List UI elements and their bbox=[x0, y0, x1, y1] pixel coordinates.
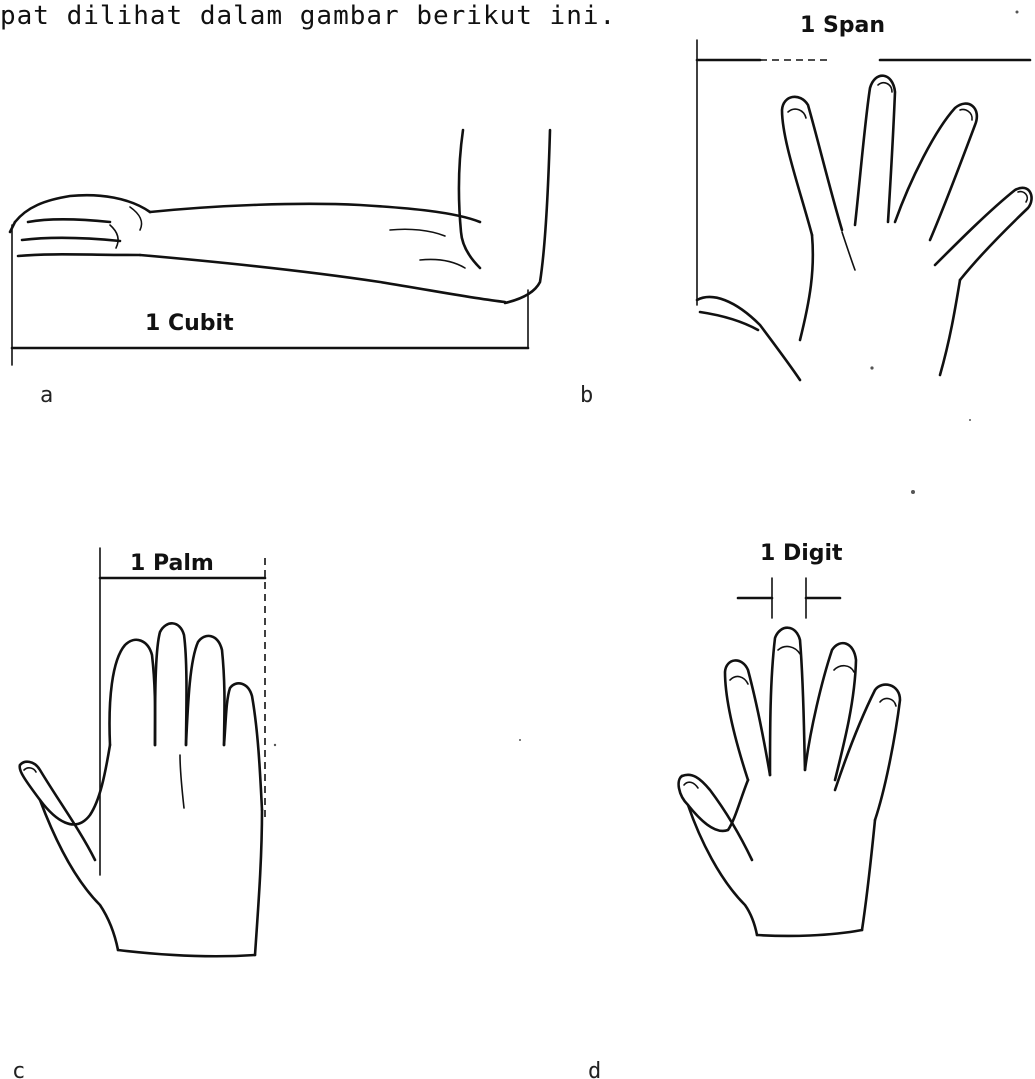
panel-a-cubit: 1 Cubit a bbox=[10, 130, 550, 408]
digit-hand-drawing bbox=[679, 628, 900, 936]
panel-b-span: 1 Span b bbox=[580, 13, 1032, 408]
cubit-label: 1 Cubit bbox=[145, 311, 234, 336]
panel-letter-b: b bbox=[580, 383, 593, 408]
scan-specks bbox=[274, 11, 1019, 747]
panel-letter-a: a bbox=[40, 383, 53, 408]
panel-c-palm: 1 Palm c bbox=[12, 548, 265, 1079]
span-label: 1 Span bbox=[800, 13, 885, 38]
digit-label: 1 Digit bbox=[760, 541, 843, 566]
palm-hand-drawing bbox=[20, 623, 262, 956]
panel-d-digit: 1 Digit d bbox=[588, 541, 900, 1079]
panel-letter-c: c bbox=[12, 1059, 25, 1079]
panel-letter-d: d bbox=[588, 1059, 601, 1079]
spread-hand-drawing bbox=[697, 76, 1032, 380]
forearm-drawing bbox=[10, 130, 550, 303]
palm-label: 1 Palm bbox=[130, 551, 214, 576]
